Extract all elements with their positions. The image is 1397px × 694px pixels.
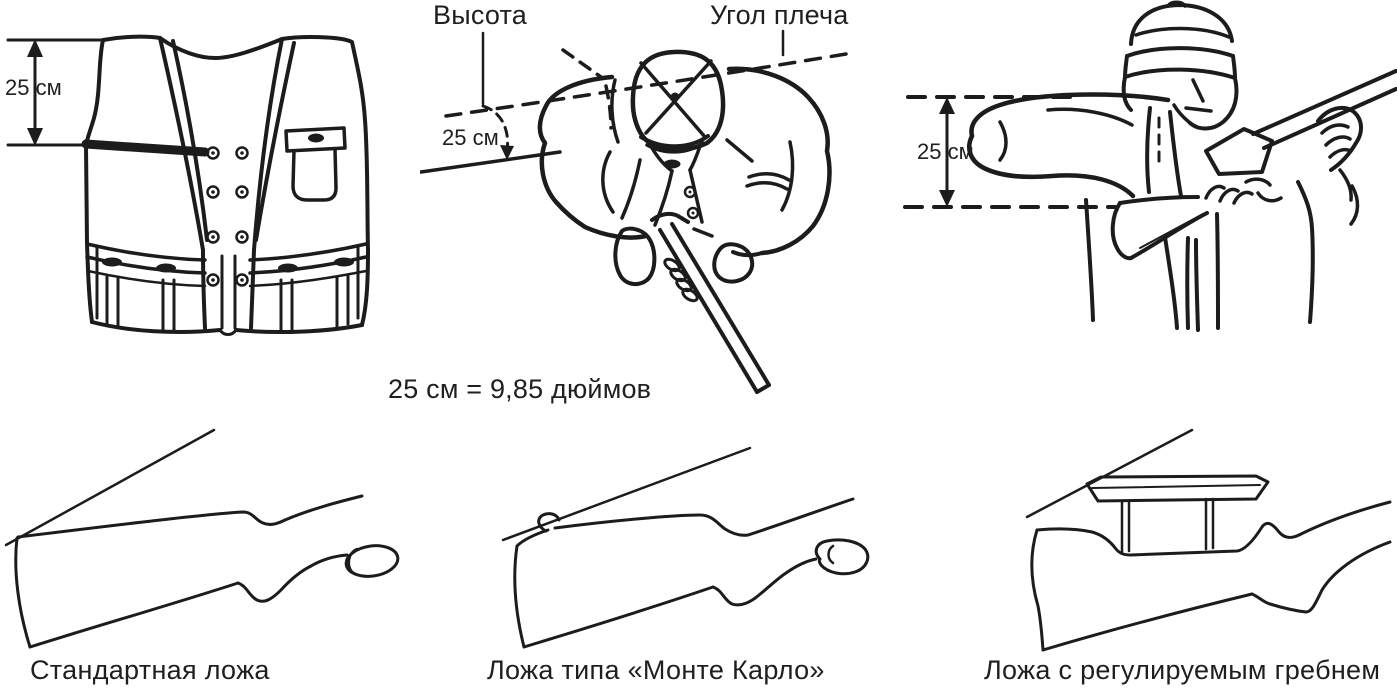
cap-button-icon [670, 92, 680, 102]
mounted-face [1121, 75, 1239, 131]
vest-chest-pocket [284, 126, 347, 202]
mounted-cap [1123, 0, 1237, 80]
butt-pad [1110, 201, 1133, 261]
vest-measure-arrow [6, 38, 105, 147]
shoulder-angle-dashed-line [444, 52, 848, 118]
barrel-line [1262, 87, 1397, 150]
overhead-cap [630, 49, 726, 154]
mounted-torso [1084, 180, 1315, 332]
trigger-guard [814, 538, 870, 576]
vest-illustration [6, 34, 370, 336]
adjustable-comb-plate [1085, 474, 1270, 503]
adjustable-comb-stock-caption: Ложа с регулируемым гребнем [984, 655, 1381, 685]
conversion-note: 25 см = 9,85 дюймов [388, 374, 652, 404]
mounted-hands [1204, 105, 1363, 226]
barrel-line [1251, 69, 1397, 136]
arrow-down-icon [500, 145, 514, 160]
mounted-measure-label: 25 см [917, 139, 974, 164]
overhead-shooter-illustration [420, 29, 848, 394]
arrow-up-icon [27, 39, 43, 57]
mounted-vest-straps [1145, 106, 1183, 198]
overhead-body [537, 66, 832, 286]
mounted-measure-arrow [903, 95, 1117, 209]
vest-lower-band [85, 242, 368, 288]
nose-line [1191, 78, 1205, 103]
height-label: Высота [433, 0, 527, 30]
shoulder-angle-label: Угол плеча [710, 0, 849, 30]
mounted-gun [1110, 69, 1397, 261]
standard-stock-sketch [4, 428, 400, 649]
adjustable-comb-stock-sketch [1025, 428, 1392, 652]
vest-outline [84, 34, 370, 336]
overhead-gun [650, 211, 771, 394]
vest-snap-buttons [206, 146, 249, 287]
overhead-annotation-lines [420, 29, 848, 174]
sight-line [1025, 428, 1194, 519]
monte-carlo-stock-caption: Ложа типа «Монте Карло» [487, 655, 825, 685]
monte-carlo-stock-sketch [501, 446, 870, 649]
rib-sight-line [420, 150, 562, 174]
trigger-guard [344, 544, 400, 578]
mounted-arm [967, 92, 1171, 199]
standard-stock-illustration [4, 428, 400, 649]
vest-measure-label: 25 см [5, 75, 62, 100]
vest-vneck-straps [158, 36, 296, 330]
mounted-shooter-illustration [903, 0, 1397, 332]
vest-cartridge-loops [95, 246, 360, 332]
breech-block [1204, 127, 1274, 176]
adjustable-comb-stock-illustration [1025, 428, 1392, 652]
mouth-line [1184, 106, 1213, 113]
monte-carlo-stock-illustration [501, 446, 870, 649]
arrow-down-icon [939, 190, 955, 207]
trigger-guard [1256, 191, 1283, 203]
vest-dark-chest-band [81, 139, 210, 157]
arrow-down-icon [27, 128, 43, 146]
standard-stock-caption: Стандартная ложа [30, 655, 270, 685]
sight-line [501, 446, 752, 542]
arrow-up-icon [939, 97, 955, 114]
overhead-measure-label: 25 см [442, 125, 499, 150]
sight-line [4, 428, 216, 547]
